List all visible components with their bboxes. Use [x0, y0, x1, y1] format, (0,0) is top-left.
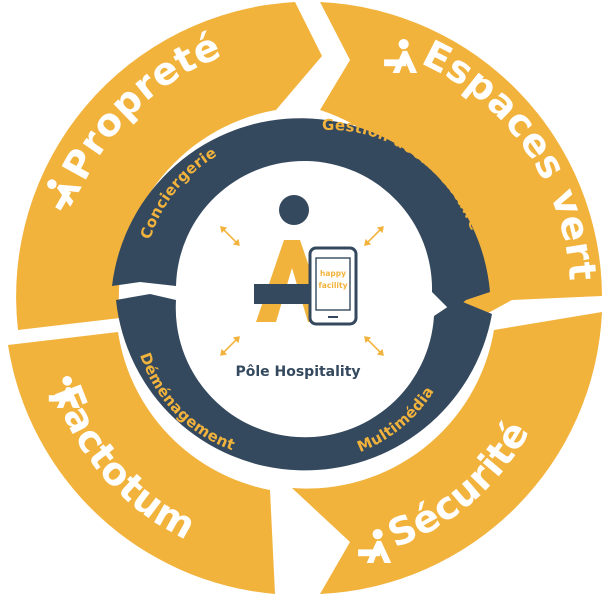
phone-brand-line2: facility	[319, 281, 348, 290]
smartphone-icon: happy facility	[308, 246, 358, 326]
phone-brand-line1: happy	[320, 269, 346, 278]
outer-segment-espaces-verts	[320, 2, 602, 336]
outer-ring	[8, 2, 602, 594]
inner-segment-bottom	[116, 294, 492, 471]
inner-segment-top	[112, 118, 490, 312]
bidirectional-arrow-icon	[360, 332, 388, 360]
inner-ring	[112, 118, 492, 471]
bidirectional-arrow-icon	[216, 222, 244, 250]
bidirectional-arrow-icon	[216, 332, 244, 360]
bidirectional-arrow-icon	[360, 222, 388, 250]
center-title: Pôle Hospitality	[235, 364, 360, 380]
center-hub: happy facility Pôle Hospitality	[216, 195, 388, 380]
outer-segment-proprete	[16, 2, 323, 330]
outer-segment-securite	[292, 312, 602, 594]
